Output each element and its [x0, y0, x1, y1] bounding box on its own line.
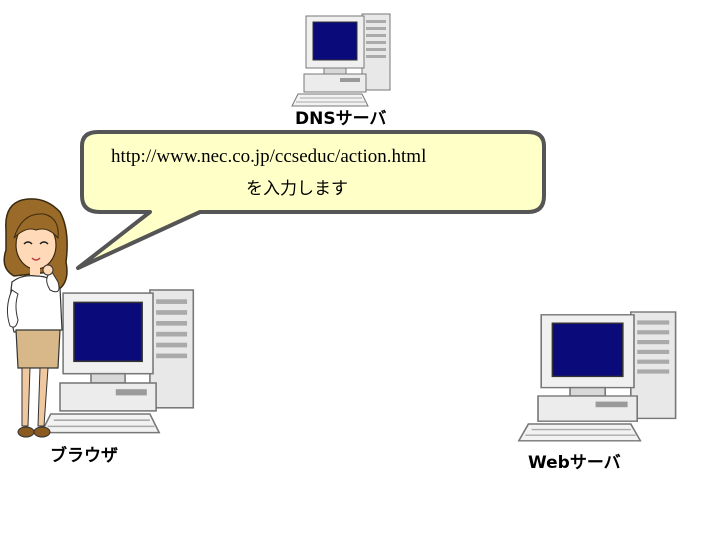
dns-server-label: DNSサーバ: [295, 109, 387, 129]
dns-server-computer-icon: [291, 13, 391, 107]
bubble-instruction-text: を入力します: [246, 179, 348, 199]
speech-bubble: [76, 130, 546, 270]
woman-user-icon: [3, 198, 68, 438]
web-server-computer-icon: [517, 311, 677, 442]
browser-computer-icon: [40, 289, 195, 434]
web-server-label: Webサーバ: [528, 453, 621, 473]
bubble-url-text: http://www.nec.co.jp/ccseduc/action.html: [111, 146, 427, 167]
browser-label: ブラウザ: [50, 446, 118, 466]
